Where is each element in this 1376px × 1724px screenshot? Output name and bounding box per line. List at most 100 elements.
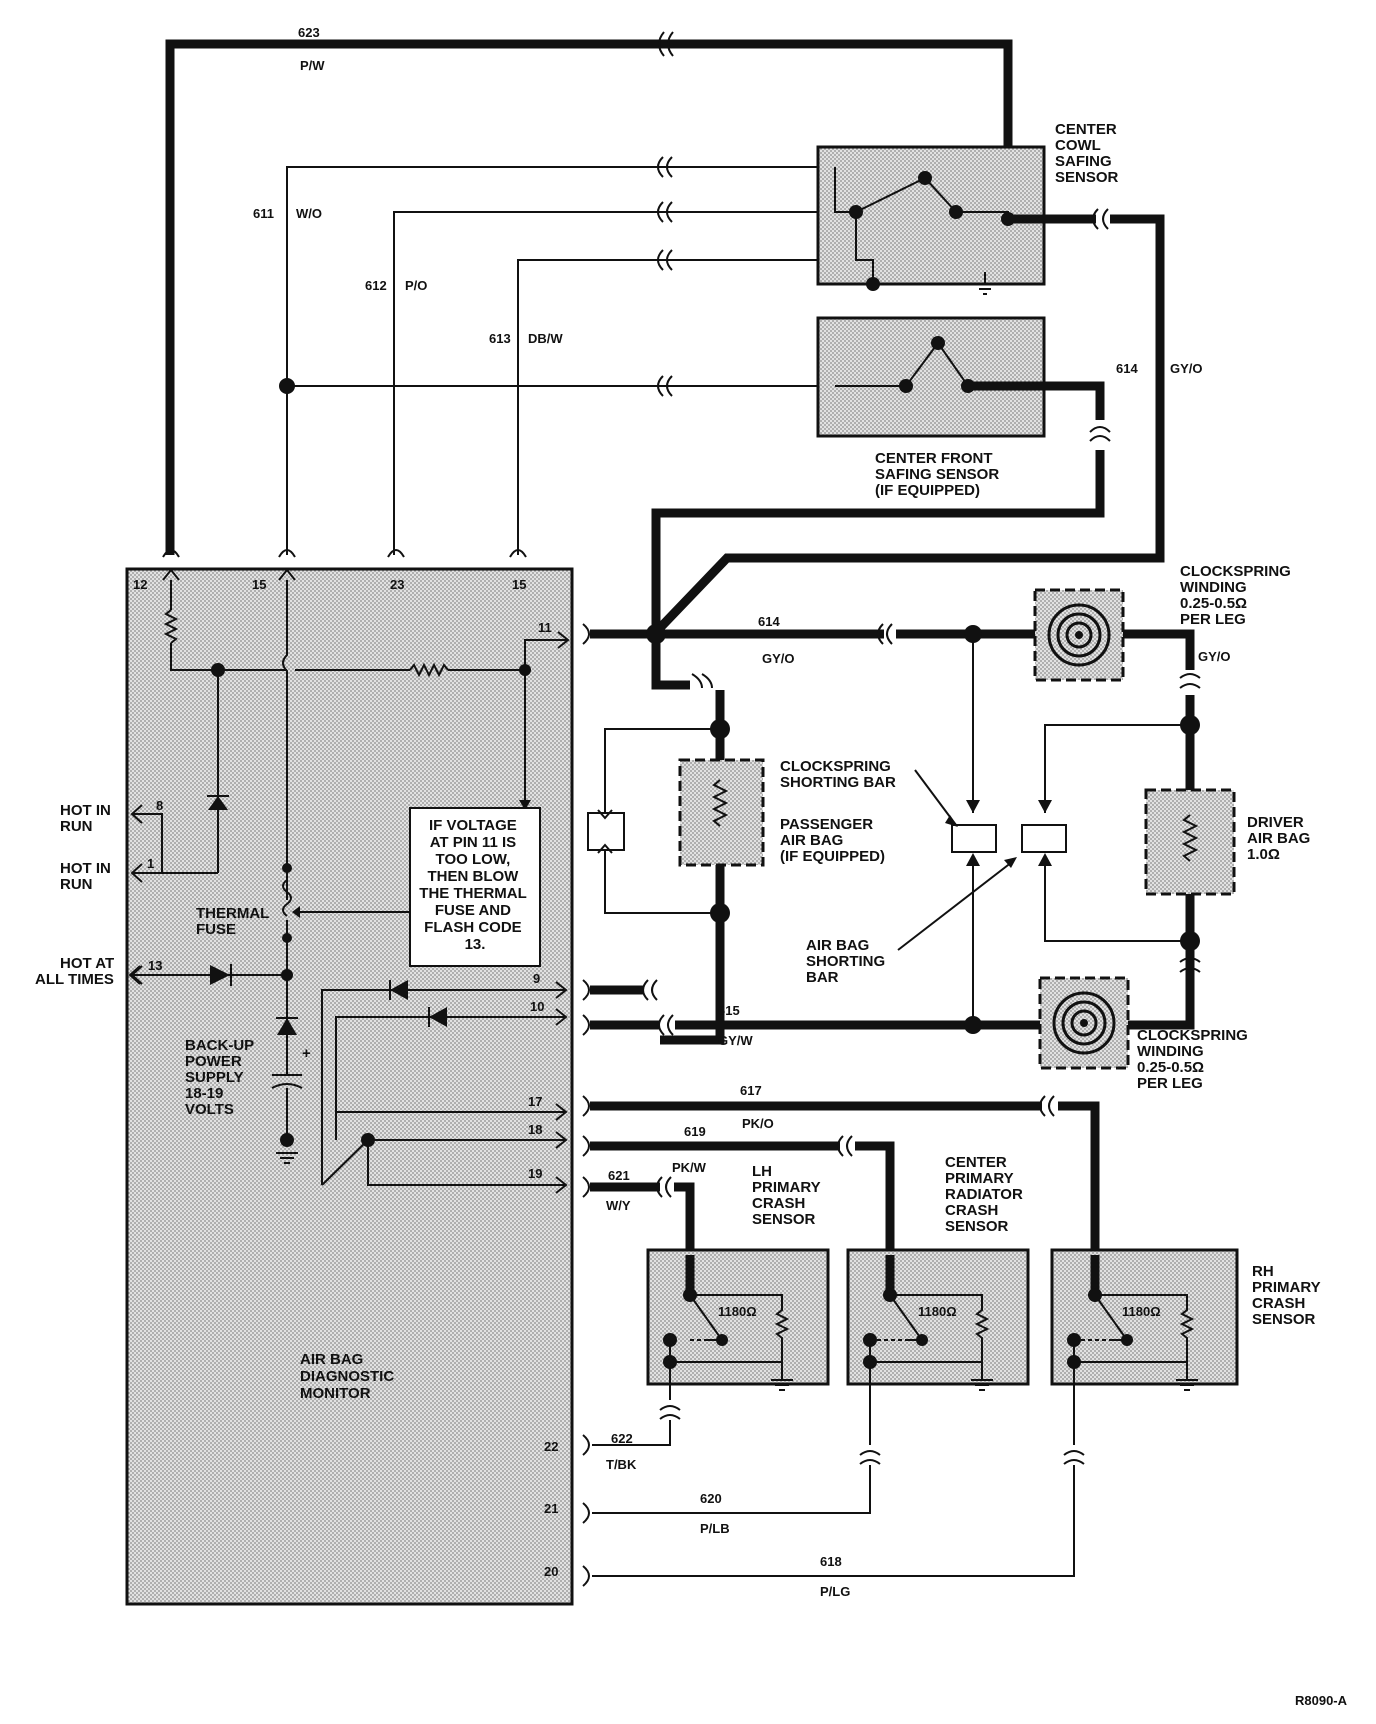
pin-22: 22 <box>544 1439 558 1454</box>
connector-622 <box>659 1405 681 1420</box>
hot-in-run-inputs <box>128 804 287 986</box>
junction-611 <box>279 378 295 394</box>
wire-612-color: P/O <box>405 278 427 293</box>
connector-pin21 <box>582 1502 590 1524</box>
connector-pin17 <box>582 1095 590 1117</box>
pin-17: 17 <box>528 1094 542 1109</box>
wire-614a-color: GY/O <box>1170 361 1203 376</box>
passenger-shorting-line <box>604 728 720 914</box>
wire-617-color: PK/O <box>742 1116 774 1131</box>
connector-pin20 <box>582 1565 590 1587</box>
pin-20: 20 <box>544 1564 558 1579</box>
pin-13: 13 <box>148 958 162 973</box>
pin-23: 23 <box>390 577 404 592</box>
pin-19: 19 <box>528 1166 542 1181</box>
wire-622-color: T/BK <box>606 1457 637 1472</box>
wire-615-num: 615 <box>718 1003 740 1018</box>
connector-clockspring-top <box>1179 673 1201 689</box>
thermal-fuse-label: THERMAL FUSE <box>196 905 273 938</box>
figure-id: R8090-A <box>1295 1693 1348 1708</box>
clockspring-top-coil <box>1047 603 1111 667</box>
rh-resistor-value: 1180Ω <box>1122 1304 1161 1319</box>
center-sensor-label: CENTER PRIMARY RADIATOR CRASH SENSOR <box>945 1154 1027 1235</box>
connector-pin18 <box>582 1135 590 1157</box>
pin-18: 18 <box>528 1122 542 1137</box>
wire-612-num: 612 <box>365 278 387 293</box>
connector-pin22 <box>582 1434 590 1456</box>
hot-in-run-label-2: HOT IN RUN <box>60 860 115 893</box>
wire-621-color: W/Y <box>606 1198 631 1213</box>
wire-613-color: DB/W <box>528 331 563 346</box>
connector-cowl-out <box>1092 208 1109 230</box>
passenger-airbag-label: PASSENGER AIR BAG (IF EQUIPPED) <box>780 816 885 865</box>
shorting-bars <box>897 634 1190 1025</box>
pin-15a: 15 <box>252 577 266 592</box>
connector-623 <box>658 31 674 57</box>
wire-622 <box>592 1362 671 1446</box>
wire-621 <box>590 1182 695 1260</box>
junction-615 <box>964 1016 982 1034</box>
wire-623 <box>165 39 1013 555</box>
wire-619-num: 619 <box>684 1124 706 1139</box>
wire-passenger-top <box>651 634 690 690</box>
clockspring-top-label: CLOCKSPRING WINDING 0.25-0.5Ω PER LEG <box>1180 563 1295 628</box>
wire-wpk-color: PK/W <box>672 1160 707 1175</box>
wire-front-out <box>968 381 1105 420</box>
pin-1: 1 <box>147 856 154 871</box>
connector-621 <box>656 1176 672 1198</box>
wire-clockspring-bottom-out <box>1128 980 1195 1030</box>
backup-label: BACK-UP POWER SUPPLY 18-19 VOLTS <box>185 1037 258 1118</box>
thermal-fuse <box>282 863 410 943</box>
wire-617-num: 617 <box>740 1083 762 1098</box>
monitor-internals-top <box>163 580 570 900</box>
pin-12: 12 <box>133 577 147 592</box>
wire-618 <box>592 1362 1075 1577</box>
wire-clockspring-top-out <box>1123 629 1195 670</box>
pin-9: 9 <box>533 971 540 986</box>
rh-sensor-label: RH PRIMARY CRASH SENSOR <box>1252 1263 1325 1328</box>
connector-pin11 <box>582 623 590 645</box>
diagnostic-monitor-box <box>125 567 574 1606</box>
wire-614a-num: 614 <box>1116 361 1138 376</box>
wire-622-num: 622 <box>611 1431 633 1446</box>
connector-pin10 <box>582 1014 590 1036</box>
connector-619 <box>837 1135 853 1157</box>
connector-pin19 <box>582 1176 590 1198</box>
wire-front-down <box>651 450 1105 630</box>
wire-614b-num: 614 <box>758 614 780 629</box>
connector-pin9b <box>642 979 658 1001</box>
center-crash-sensor <box>846 1248 1030 1391</box>
connector-615 <box>658 1014 674 1036</box>
driver-airbag-label: DRIVER AIR BAG 1.0Ω <box>1247 814 1315 863</box>
connector-614-mid <box>877 623 893 645</box>
backup-power-supply <box>271 920 303 1164</box>
connector-620 <box>859 1450 881 1465</box>
wire-620-color: P/LB <box>700 1521 730 1536</box>
passenger-airbag-resistor <box>711 779 729 827</box>
connector-pin9 <box>582 979 590 1001</box>
wire-617 <box>590 1101 1100 1260</box>
airbag-shorting-bar-label: AIR BAG SHORTING BAR <box>806 937 889 986</box>
pin-15b: 15 <box>512 577 526 592</box>
lh-resistor-value: 1180Ω <box>718 1304 757 1319</box>
connector-passenger <box>691 673 713 689</box>
front-safing-sensor-box <box>816 316 1046 438</box>
passenger-shorting-bar <box>587 812 625 851</box>
wire-623-num: 623 <box>298 25 320 40</box>
wire-611-color: W/O <box>296 206 322 221</box>
connector-612 <box>657 201 673 223</box>
wire-611-num: 611 <box>253 206 274 221</box>
connector-613 <box>657 249 673 271</box>
clockspring-bottom-label: CLOCKSPRING WINDING 0.25-0.5Ω PER LEG <box>1137 1027 1252 1092</box>
wire-612 <box>393 211 856 555</box>
wire-619 <box>590 1141 895 1260</box>
wire-621-num: 621 <box>608 1168 630 1183</box>
monitor-internals-bottom <box>321 980 568 1194</box>
wire-611 <box>286 166 835 555</box>
connector-611b <box>657 375 673 397</box>
hot-at-all-times-label: HOT AT ALL TIMES <box>35 955 118 988</box>
rh-crash-sensor <box>1050 1248 1239 1391</box>
passenger-shorting-arrows <box>597 809 613 854</box>
connector-clockspring-bottom <box>1179 957 1201 973</box>
wire-623-color: P/W <box>300 58 325 73</box>
